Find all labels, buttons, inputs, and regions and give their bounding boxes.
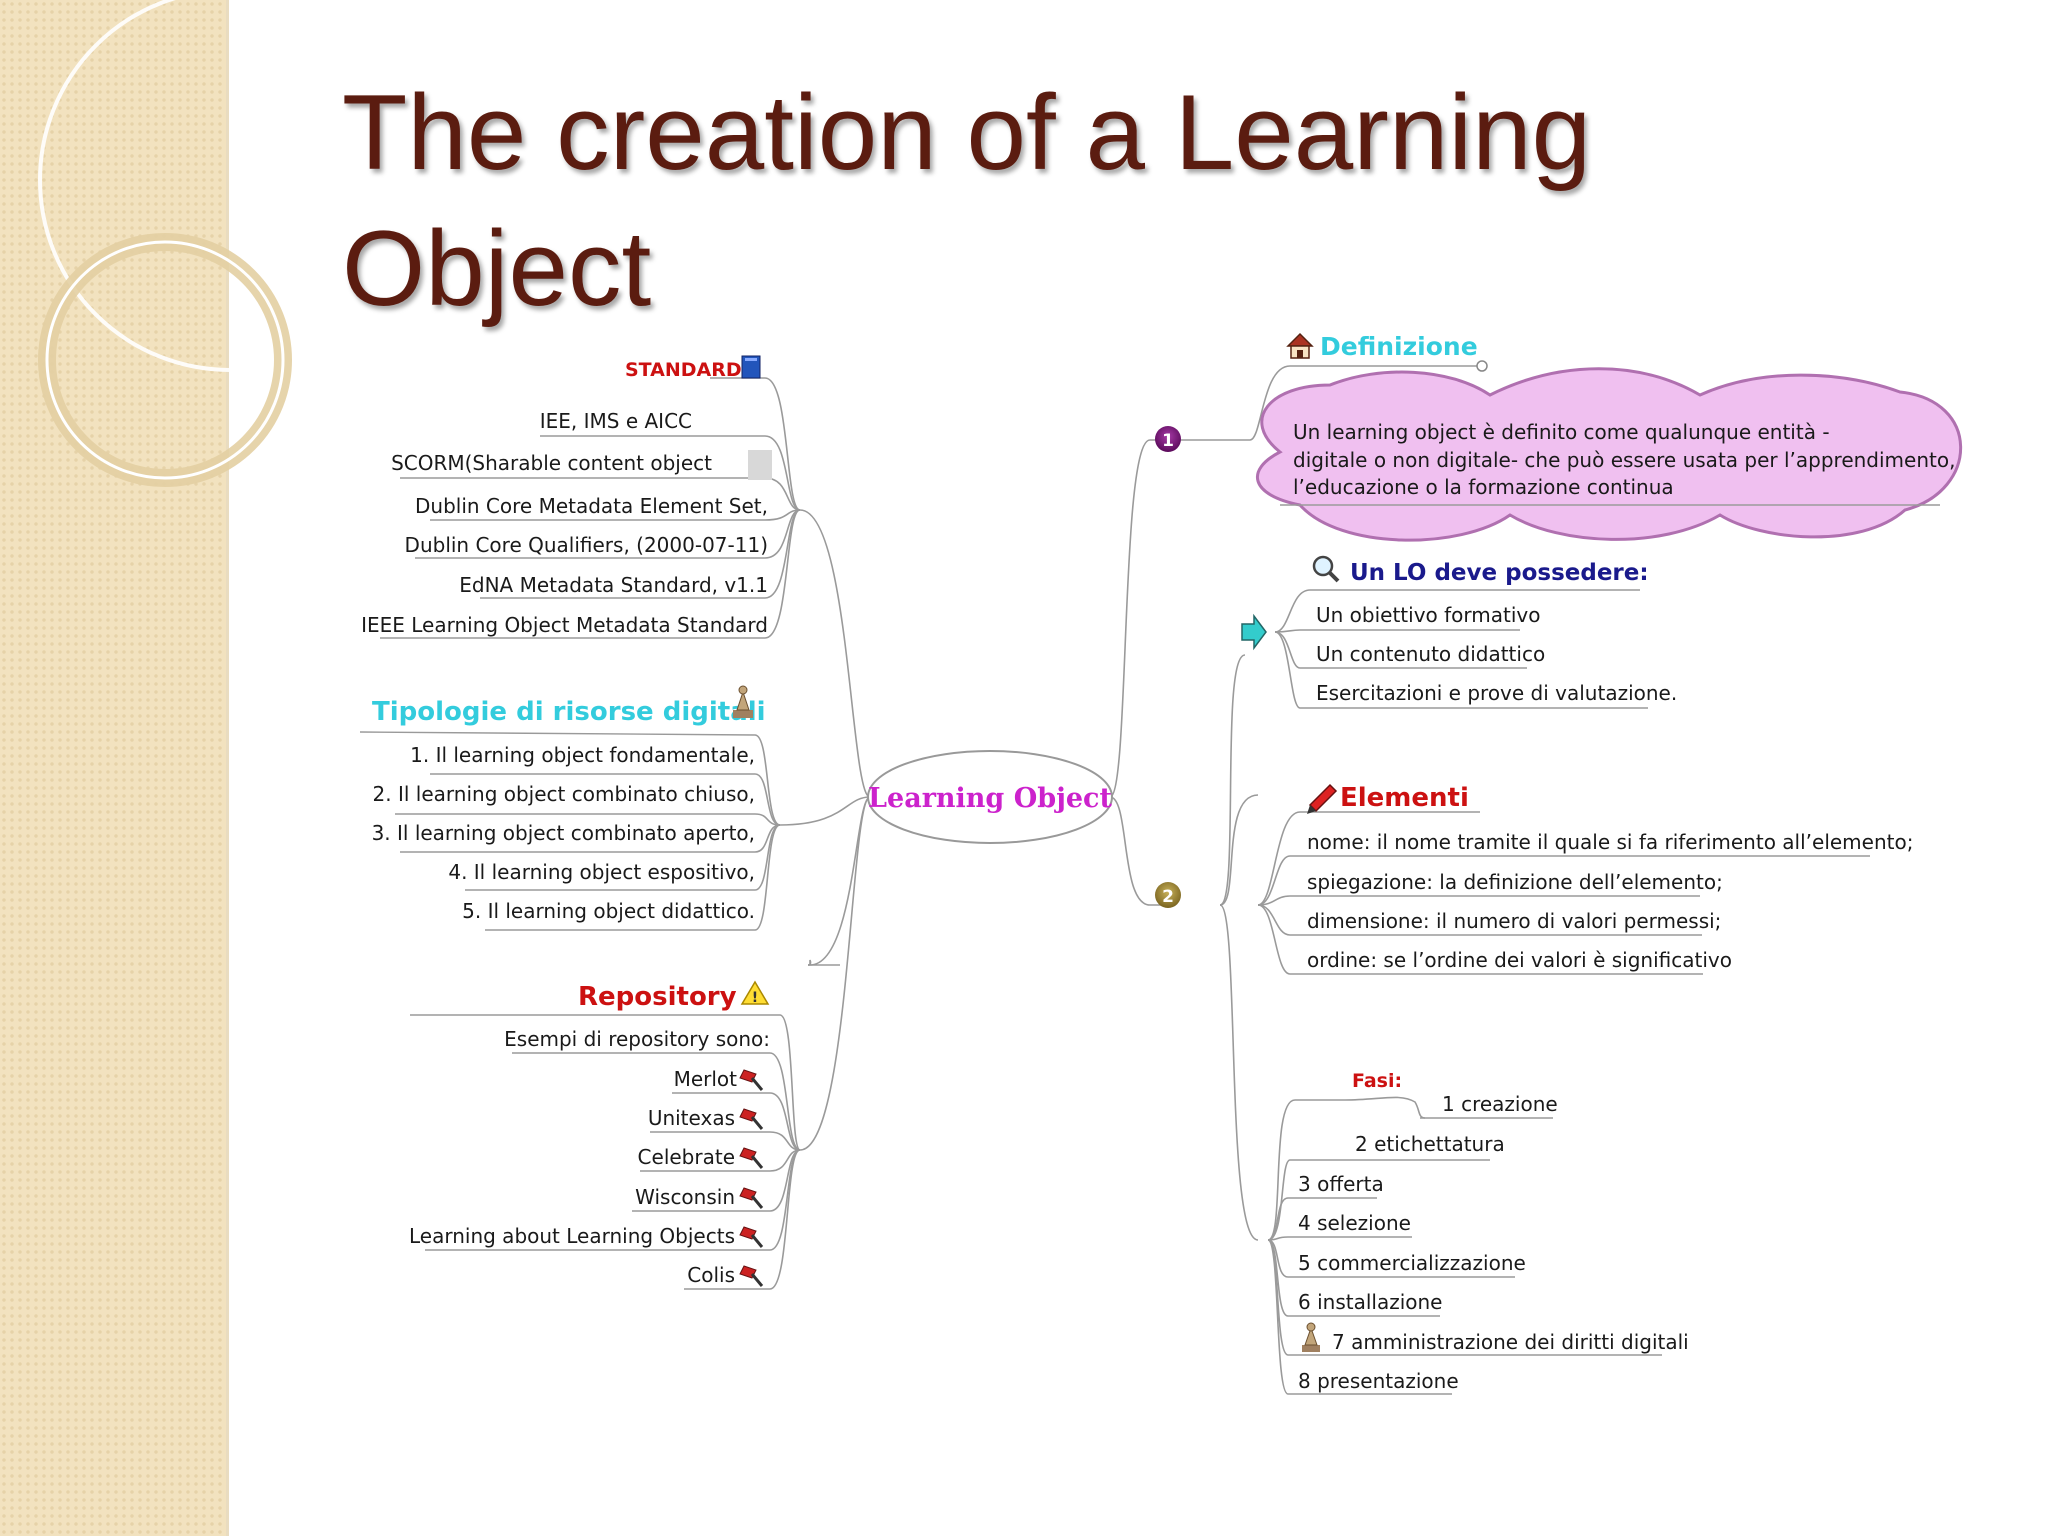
possedere-item: Un contenuto didattico: [1316, 642, 1545, 666]
definizione-line: Un learning object è definito come qualu…: [1293, 420, 1830, 444]
home-icon: [1286, 332, 1314, 359]
book-icon: [741, 355, 761, 379]
statue-icon: [1302, 1322, 1320, 1352]
standard-item: Dublin Core Metadata Element Set,: [415, 494, 768, 518]
center-label: Learning Object: [868, 783, 1112, 814]
fasi-item: 3 offerta: [1298, 1172, 1384, 1196]
standard-item: IEEE Learning Object Metadata Standard: [361, 613, 768, 637]
warning-icon: !: [740, 980, 770, 1006]
fasi-item: 7 amministrazione dei diritti digitali: [1332, 1330, 1689, 1354]
repository-item: Unitexas: [648, 1106, 735, 1130]
tipologie-item: 2. Il learning object combinato chiuso,: [373, 782, 755, 806]
standard-item: IEE, IMS e AICC: [540, 409, 692, 433]
fasi-item: 5 commercializzazione: [1298, 1251, 1526, 1275]
possedere-heading: Un LO deve possedere:: [1350, 560, 1649, 586]
arrow-right-icon: [1241, 613, 1267, 651]
definizione-line: l’educazione o la formazione continua: [1293, 475, 1674, 499]
hammer-icon: [739, 1069, 764, 1287]
badge-two: [1155, 882, 1181, 908]
svg-text:1: 1: [1162, 431, 1174, 451]
elementi-item: ordine: se l’ordine dei valori è signifi…: [1307, 948, 1732, 972]
item-underlines: [359, 377, 1870, 1395]
svg-text:!: !: [752, 990, 758, 1006]
svg-text:2: 2: [1162, 887, 1174, 907]
possedere-item: Esercitazioni e prove di valutazione.: [1316, 681, 1677, 705]
definizione-cloud: [1256, 367, 1963, 542]
repository-item: Merlot: [674, 1067, 738, 1091]
tipologie-item: 4. Il learning object espositivo,: [448, 860, 755, 884]
repository-item: Wisconsin: [635, 1185, 735, 1209]
elementi-item: spiegazione: la definizione dell’element…: [1307, 870, 1723, 894]
collapse-knob: [1476, 360, 1488, 372]
sidebar-divider: [226, 0, 229, 1536]
standard-heading: STANDARD: [625, 359, 742, 381]
elementi-item: dimensione: il numero di valori permessi…: [1307, 909, 1721, 933]
standard-item: SCORM(Sharable content object: [391, 451, 712, 475]
center-node: [867, 750, 1113, 844]
slide-title: The creation of a Learning Object: [342, 72, 1592, 328]
standard-item: EdNA Metadata Standard, v1.1: [459, 573, 768, 597]
tipologie-item: 1. Il learning object fondamentale,: [410, 743, 755, 767]
pen-icon: [1307, 783, 1338, 814]
statue-icon: [733, 685, 753, 718]
fasi-item: 4 selezione: [1298, 1211, 1411, 1235]
fasi-item: 2 etichettatura: [1355, 1132, 1505, 1156]
magnifier-icon: [1312, 555, 1340, 583]
tipologie-heading: Tipologie di risorse digitali: [372, 697, 766, 727]
fasi-item: 8 presentazione: [1298, 1369, 1459, 1393]
repository-item: Learning about Learning Objects: [409, 1224, 735, 1248]
elementi-heading: Elementi: [1340, 783, 1469, 813]
scroll-marker: [748, 450, 772, 480]
tipologie-item: 3. Il learning object combinato aperto,: [372, 821, 755, 845]
fasi-item: 6 installazione: [1298, 1290, 1442, 1314]
branch-lines: [754, 365, 1640, 1395]
repository-heading: Repository: [578, 982, 737, 1012]
tipologie-item: 5. Il learning object didattico.: [462, 899, 755, 923]
fasi-heading: Fasi:: [1352, 1070, 1402, 1092]
elementi-item: nome: il nome tramite il quale si fa rif…: [1307, 830, 1913, 854]
definizione-heading: Definizione: [1320, 332, 1478, 361]
definizione-line: digitale o non digitale- che può essere …: [1293, 448, 1955, 472]
repository-intro: Esempi di repository sono:: [504, 1027, 770, 1051]
possedere-item: Un obiettivo formativo: [1316, 603, 1541, 627]
badge-one: [1155, 426, 1181, 452]
fasi-item: 1 creazione: [1442, 1092, 1558, 1116]
decorative-circles: [38, 0, 320, 487]
standard-item: Dublin Core Qualifiers, (2000-07-11): [405, 533, 768, 557]
repository-item: Celebrate: [638, 1145, 735, 1169]
repository-item: Colis: [687, 1263, 735, 1287]
